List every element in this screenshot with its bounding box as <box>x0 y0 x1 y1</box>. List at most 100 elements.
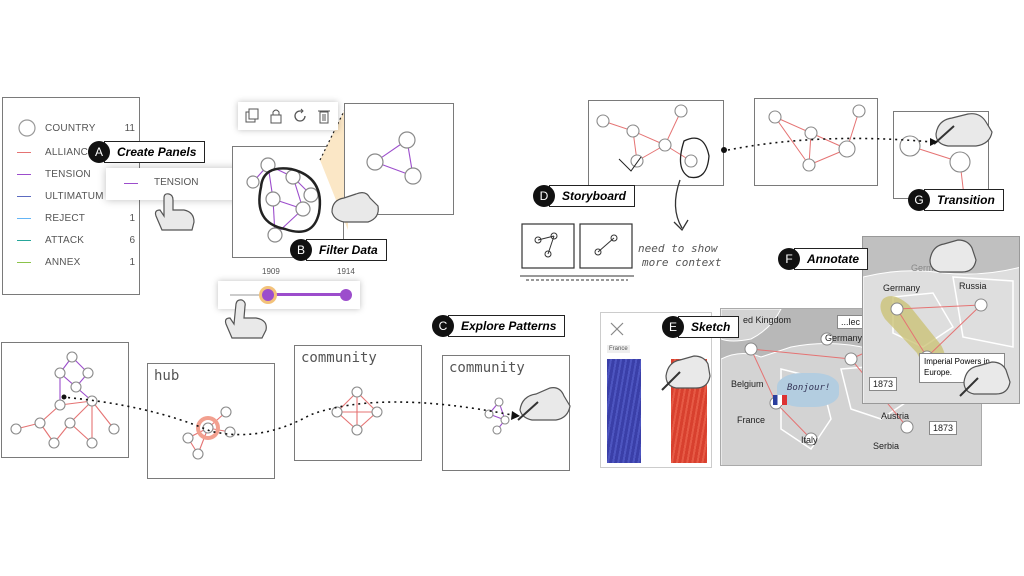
badge-transition: G Transition <box>908 189 1004 211</box>
ultimatum-swatch <box>17 195 31 197</box>
slider-handle-start[interactable] <box>262 289 274 301</box>
alliance-swatch <box>17 151 31 153</box>
legend-row-annex[interactable]: ANNEX 1 <box>17 254 135 270</box>
legend-label: ANNEX <box>45 256 81 268</box>
badge-letter: D <box>533 185 555 207</box>
hand-draw-arrow <box>673 179 689 232</box>
badge-letter: E <box>662 316 684 338</box>
trash-icon[interactable] <box>316 108 332 124</box>
storyboard-sketch <box>520 223 634 281</box>
hand-sketch-icon <box>661 355 711 391</box>
hub-label: hub <box>154 368 180 384</box>
explore-path <box>61 396 520 436</box>
badge-letter: A <box>88 141 110 163</box>
tension-swatch <box>124 183 138 184</box>
legend-label: ALLIANCE <box>45 146 95 158</box>
storyboard-note: need to show more context <box>638 242 721 270</box>
slider-start-label: 1909 <box>262 267 280 276</box>
explore-panel-community-2[interactable]: community <box>442 355 570 471</box>
badge-label: Transition <box>924 189 1004 211</box>
hand-annotate-top-icon <box>929 239 977 273</box>
community-graph-2 <box>484 397 510 435</box>
reject-swatch <box>17 217 31 219</box>
panel-toolbar <box>238 102 338 130</box>
storyboard-panel-1[interactable] <box>588 100 724 186</box>
note-line-2: more context <box>642 256 722 269</box>
map-label-italy: Italy <box>801 435 818 445</box>
explore-panel-community[interactable]: community <box>294 345 422 461</box>
map-label-germany: Germany <box>825 333 863 343</box>
legend-count: 6 <box>129 234 135 246</box>
badge-create-panels: A Create Panels <box>88 141 206 163</box>
explore-panel-hub[interactable]: hub <box>147 363 275 479</box>
legend-row-reject[interactable]: REJECT 1 <box>17 210 135 226</box>
map-label-austria: Austria <box>881 411 910 421</box>
annotate-faded-label: Germa <box>911 263 939 273</box>
badge-explore-patterns: C Explore Patterns <box>432 315 566 337</box>
hand-drag-icon <box>331 192 379 223</box>
annotate-label-russia: Russia <box>959 281 987 291</box>
hand-transition-icon <box>933 113 993 147</box>
badge-letter: C <box>432 315 454 337</box>
note-line-1: need to show <box>638 242 718 255</box>
annotation-line-2: Europe. <box>924 368 953 377</box>
transition-path <box>721 137 938 153</box>
legend-label: REJECT <box>45 212 86 224</box>
annotate-year-box: 1873 <box>869 377 898 391</box>
close-icon[interactable] <box>609 321 625 337</box>
storyboard-panel-2[interactable] <box>754 98 878 186</box>
map-year-box: 1873 <box>929 421 958 435</box>
attack-swatch <box>17 239 31 241</box>
community-graph <box>331 386 383 436</box>
lock-icon[interactable] <box>268 108 284 124</box>
map-lec-box: ...lec <box>837 315 865 329</box>
legend-row-country[interactable]: COUNTRY 11 <box>17 119 135 137</box>
legend-label: COUNTRY <box>45 122 96 134</box>
explore-panel-1[interactable] <box>1 342 129 458</box>
badge-label: Create Panels <box>104 141 206 163</box>
legend-count: 11 <box>124 122 135 134</box>
hand-annotate-bottom-icon <box>959 361 1011 397</box>
annotation-line-1: Imperial Powers in <box>924 357 990 366</box>
slider-handle-end[interactable] <box>340 289 352 301</box>
drag-item-label: TENSION <box>154 177 199 188</box>
triangle-graph <box>366 131 422 185</box>
community-label: community <box>301 350 377 366</box>
badge-letter: F <box>778 248 800 270</box>
bubble-text: Bonjour! <box>787 383 831 393</box>
badge-sketch: E Sketch <box>662 316 740 338</box>
bonjour-bubble: Bonjour! <box>777 373 839 407</box>
map-label-belgium: Belgium <box>731 379 764 389</box>
slider-end-label: 1914 <box>337 267 355 276</box>
annex-swatch <box>17 261 31 263</box>
network-graph <box>246 157 322 243</box>
full-network-graph <box>10 351 120 449</box>
refresh-icon[interactable] <box>292 108 308 124</box>
legend-count: 1 <box>129 256 135 268</box>
copy-icon[interactable] <box>244 108 260 124</box>
legend-label: ULTIMATUM <box>45 190 104 202</box>
legend-row-attack[interactable]: ATTACK 6 <box>17 232 135 248</box>
hand-pen-icon <box>517 387 571 421</box>
tension-swatch <box>17 173 31 175</box>
map-label-serbia: Serbia <box>873 441 900 451</box>
legend-label: ATTACK <box>45 234 85 246</box>
country-node-icon <box>18 119 36 137</box>
flag-blue <box>607 359 641 463</box>
hand-pointer-icon <box>154 193 195 231</box>
annotate-label-germany: Germany <box>883 283 921 293</box>
hand-slider-icon <box>224 299 267 339</box>
legend-row-tension[interactable]: TENSION <box>17 166 135 182</box>
flag-label: France <box>607 345 630 353</box>
map-label-uk: ed Kingdom <box>743 315 792 325</box>
badge-letter: B <box>290 239 312 261</box>
badge-label: Storyboard <box>549 185 636 207</box>
map-label-france: France <box>737 415 766 425</box>
legend-row-alliance[interactable]: ALLIANCE <box>17 144 135 160</box>
slider-range <box>268 293 346 296</box>
legend-count: 1 <box>129 212 135 224</box>
badge-label: Explore Patterns <box>448 315 566 337</box>
legend-label: TENSION <box>45 168 91 180</box>
badge-annotate: F Annotate <box>778 248 868 270</box>
badge-label: Filter Data <box>306 239 387 261</box>
